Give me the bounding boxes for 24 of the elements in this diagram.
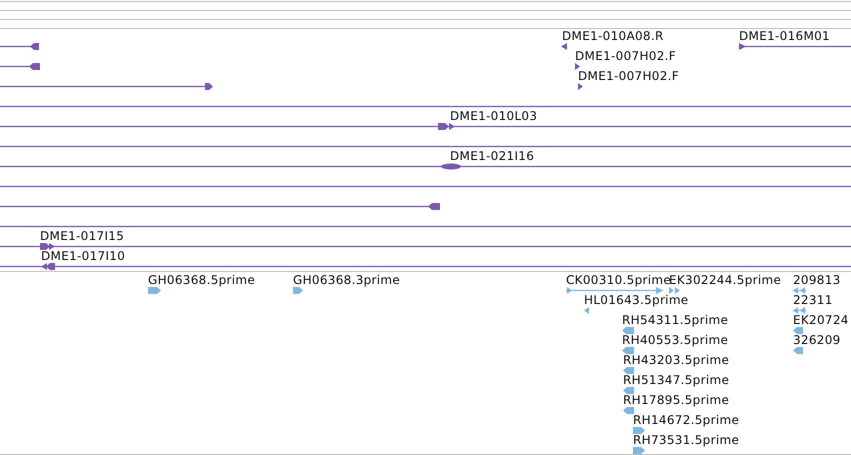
feature-label: RH40553.5prime: [622, 333, 728, 347]
feature-label: HL01643.5prime: [584, 293, 688, 307]
feature-label: DME1-017I15: [40, 229, 124, 243]
feature-label: 326209: [793, 333, 841, 347]
feature-label: DME1-010L03: [450, 109, 538, 123]
feature-label: RH54311.5prime: [622, 313, 728, 327]
feature-label: GH06368.5prime: [148, 273, 256, 287]
feature-label: RH43203.5prime: [623, 353, 730, 367]
feature-label: DME1-007H02.F: [575, 49, 676, 63]
feature-label: RH51347.5prime: [623, 373, 730, 387]
feature-label: CK00310.5prime: [566, 273, 672, 287]
feature-label: RH14672.5prime: [633, 413, 740, 427]
feature-label: DME1-016M01: [739, 29, 830, 43]
feature-label: DME1-010A08.R: [562, 29, 664, 43]
feature-label: GH06368.3prime: [293, 273, 400, 287]
feature-label: 22311: [793, 293, 833, 307]
feature-label: DME1-017I10: [41, 249, 126, 263]
feature-label: EK302244.5prime: [669, 273, 782, 287]
feature-label: RH73531.5prime: [633, 433, 740, 447]
feature-label: DME1-021I16: [450, 149, 534, 163]
feature-label: 209813: [793, 273, 841, 287]
feature-label: EK20724: [793, 313, 849, 327]
feature-label: RH17895.5prime: [623, 393, 730, 407]
feature-label: DME1-007H02.F: [578, 69, 679, 83]
